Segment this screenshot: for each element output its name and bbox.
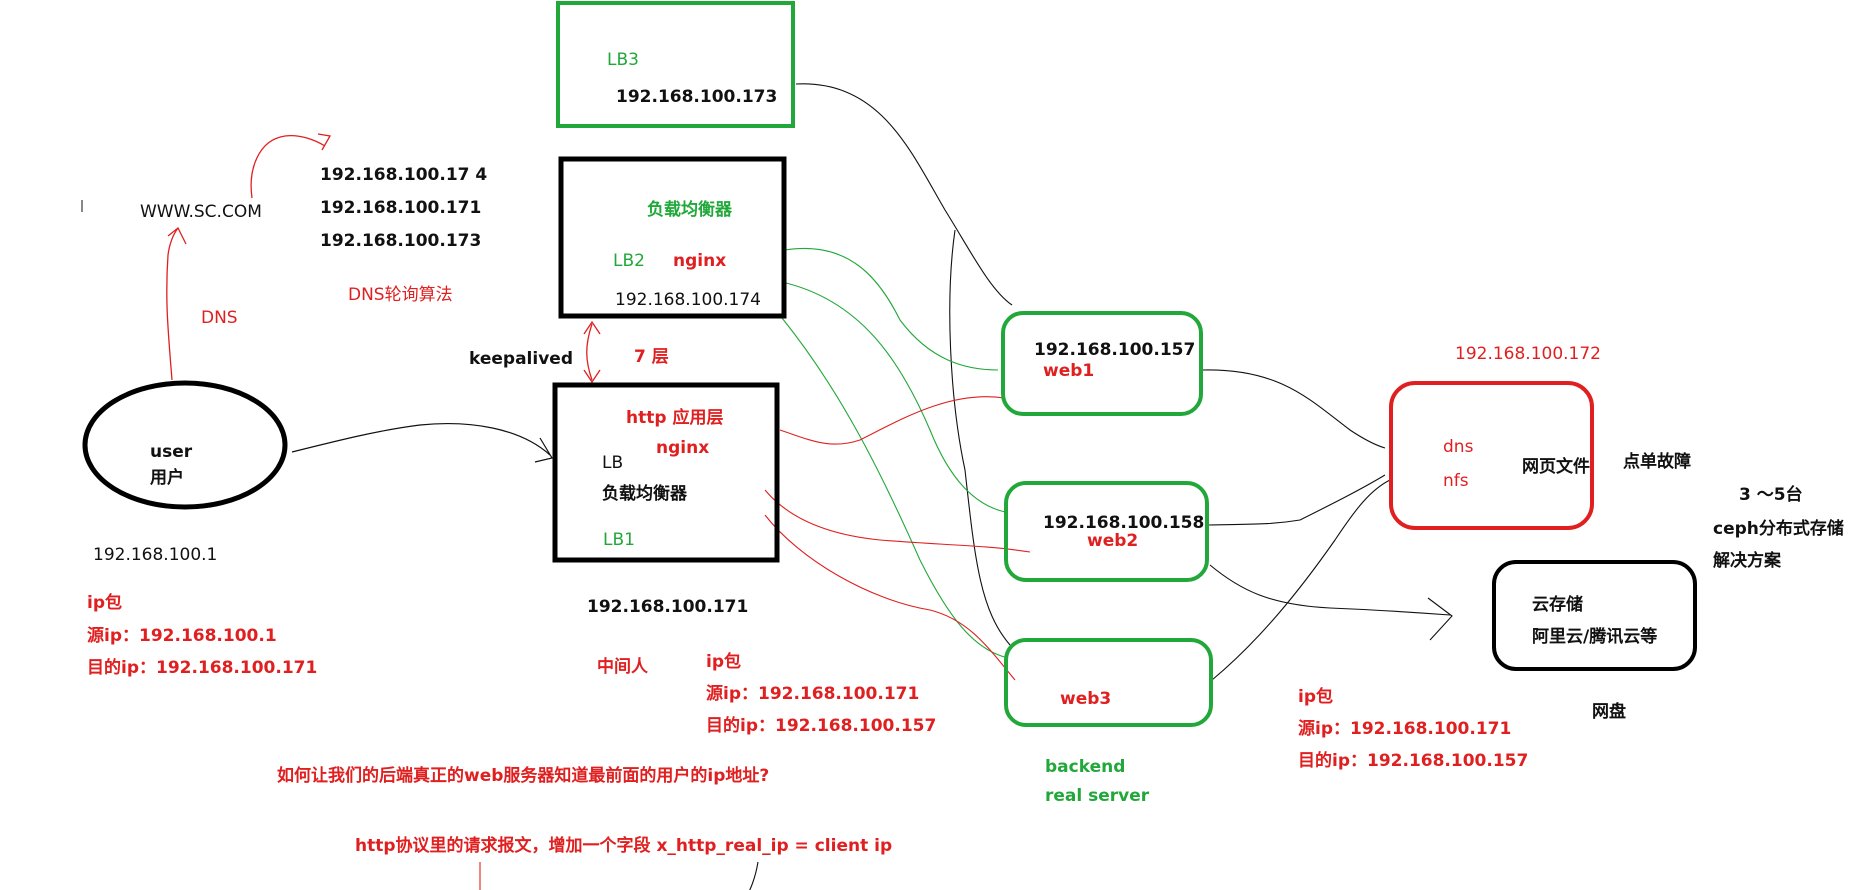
dns-algorithm: DNS轮询算法 xyxy=(348,285,453,305)
web3-name: web3 xyxy=(1060,689,1112,709)
storage-spof: 点单故障 xyxy=(1623,452,1691,472)
lb3-to-web1 xyxy=(795,83,1013,306)
lb3-name: LB3 xyxy=(607,50,639,70)
server-packet-title: ip包 xyxy=(1298,687,1333,707)
dns-domain: WWW.SC.COM xyxy=(140,202,262,222)
web2-to-storage xyxy=(1207,474,1386,526)
ceph-line2: 解决方案 xyxy=(1713,551,1781,571)
user-label-en: user xyxy=(150,442,193,462)
middleman-packet-title: ip包 xyxy=(706,652,741,672)
storage-dns: dns xyxy=(1443,437,1474,457)
server-packet-dst: 目的ip：192.168.100.157 xyxy=(1298,751,1529,771)
storage-files: 网页文件 xyxy=(1522,457,1590,477)
storage-nfs: nfs xyxy=(1443,471,1469,491)
user-to-lb1-arrowhead xyxy=(534,437,553,463)
web2-ip: 192.168.100.158 xyxy=(1043,513,1205,533)
lb3-to-web3 xyxy=(949,229,1011,646)
cloud-label: 网盘 xyxy=(1592,702,1626,722)
server-packet-src: 源ip：192.168.100.171 xyxy=(1298,719,1512,739)
web1-name: web1 xyxy=(1043,361,1095,381)
lb2-to-web1 xyxy=(784,248,999,371)
backend-line2: real server xyxy=(1045,786,1150,806)
lb1-to-web3 xyxy=(764,514,1016,681)
backend-line1: backend xyxy=(1045,757,1126,777)
lb1-to-web2 xyxy=(764,489,1031,553)
dns-label: DNS xyxy=(201,308,238,328)
dns-resolve-arrowhead xyxy=(317,133,332,151)
lb1-layer: http 应用层 xyxy=(626,408,724,428)
lb1-name: LB1 xyxy=(603,530,635,550)
keepalived-label: keepalived xyxy=(469,349,573,369)
web2-box xyxy=(1004,481,1209,582)
dns-resolve-arrow xyxy=(250,134,326,199)
answer-text: http协议里的请求报文，增加一个字段 x_http_real_ip = cli… xyxy=(355,836,893,856)
lb1-short: LB xyxy=(602,453,624,473)
lb3-box xyxy=(556,1,795,128)
keepalived-arrowhead-top xyxy=(583,320,601,335)
dns-query-arrow xyxy=(166,227,179,381)
web1-to-storage xyxy=(1201,369,1386,449)
user-ip: 192.168.100.1 xyxy=(93,545,218,565)
lb2-ip: 192.168.100.174 xyxy=(615,290,762,310)
lb2-box xyxy=(558,156,787,319)
question-text: 如何让我们的后端真正的web服务器知道最前面的用户的ip地址? xyxy=(277,766,770,786)
client-packet-title: ip包 xyxy=(87,593,122,613)
lb1-to-web1 xyxy=(779,396,1006,445)
web2-name: web2 xyxy=(1087,531,1139,551)
dns-ip-3: 192.168.100.173 xyxy=(320,231,482,251)
lb2-to-web3 xyxy=(781,317,1009,659)
cloud-line1: 云存储 xyxy=(1532,595,1583,615)
stray-black-stroke xyxy=(749,861,759,890)
lb1-ip: 192.168.100.171 xyxy=(587,597,749,617)
cloud-box xyxy=(1492,560,1697,671)
lb1-box xyxy=(552,382,780,563)
storage-ip: 192.168.100.172 xyxy=(1455,344,1602,364)
dns-ip-2: 192.168.100.171 xyxy=(320,198,482,218)
web3-box xyxy=(1004,638,1213,727)
middleman-packet-src: 源ip：192.168.100.171 xyxy=(706,684,920,704)
web3-to-storage xyxy=(1211,479,1391,681)
user-label-cn: 用户 xyxy=(150,468,184,488)
lb2-title: 负载均衡器 xyxy=(647,200,732,220)
storage-box xyxy=(1389,381,1594,530)
web2-to-cloud-arrowhead xyxy=(1427,597,1453,641)
cloud-line2: 阿里云/腾讯云等 xyxy=(1532,627,1658,647)
user-to-lb1-arrow xyxy=(291,423,551,456)
web1-ip: 192.168.100.157 xyxy=(1034,340,1196,360)
client-packet-dst: 目的ip：192.168.100.171 xyxy=(87,658,318,678)
layer7-label: 7 层 xyxy=(634,347,669,367)
ceph-count: 3 ～5台 xyxy=(1739,485,1803,505)
middleman-label: 中间人 xyxy=(597,657,648,677)
keepalived-arrow xyxy=(586,323,593,381)
web1-box xyxy=(1001,311,1203,416)
dns-ip-1: 192.168.100.17 4 xyxy=(320,165,488,185)
lb1-title: 负载均衡器 xyxy=(602,484,687,504)
lb3-ip: 192.168.100.173 xyxy=(616,87,778,107)
client-packet-src: 源ip：192.168.100.1 xyxy=(87,626,277,646)
lb2-name: LB2 xyxy=(613,251,645,271)
lb2-software: nginx xyxy=(673,251,727,271)
lb1-software: nginx xyxy=(656,438,710,458)
web2-to-cloud-arrow xyxy=(1209,564,1451,616)
middleman-packet-dst: 目的ip：192.168.100.157 xyxy=(706,716,937,736)
user-ellipse xyxy=(82,380,288,510)
keepalived-arrowhead-bottom xyxy=(583,369,601,384)
ceph-line1: ceph分布式存储 xyxy=(1713,519,1844,539)
dns-query-arrowhead xyxy=(167,226,187,245)
